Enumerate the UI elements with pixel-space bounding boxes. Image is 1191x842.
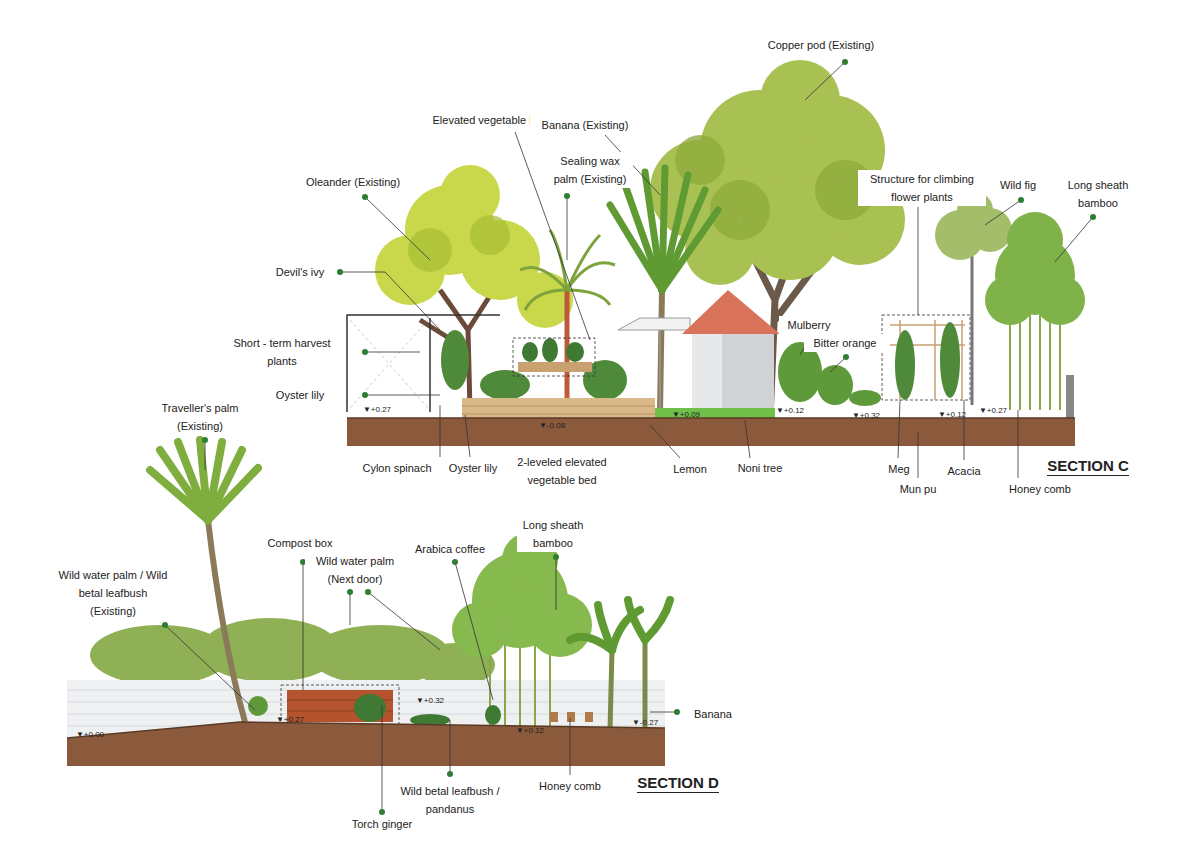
plant-label: Wild water palm / Wild betal leafbush (E…: [53, 566, 173, 620]
plant-label: Honey comb: [1004, 480, 1076, 498]
level-marker: ▼+0.12: [776, 406, 804, 416]
level-marker: ▼-0.27: [632, 718, 658, 728]
section-title: SECTION D: [637, 774, 719, 793]
plant-label: Oyster lily: [264, 386, 336, 404]
plant-label: Long sheath bamboo: [1062, 176, 1134, 212]
level-marker: ▼+0.27: [276, 715, 304, 725]
plant-label: Noni tree: [727, 459, 793, 477]
plant-label: Oyster lily: [438, 459, 508, 477]
level-marker: ▼+0.12: [938, 410, 966, 420]
plant-label: Honey comb: [533, 777, 607, 795]
level-marker: ▼+0.27: [363, 405, 391, 415]
level-marker: ▼+0.32: [852, 411, 880, 421]
plant-label: Lemon: [665, 460, 715, 478]
level-marker: ▼+0.32: [416, 696, 444, 706]
plant-label: 2-leveled elevated vegetable bed: [506, 453, 618, 489]
level-marker: ▼+0.27: [979, 406, 1007, 416]
plant-label: Sealing wax palm (Existing): [547, 152, 633, 188]
plant-label: Bitter orange: [804, 334, 886, 352]
section-title: SECTION C: [1047, 457, 1129, 476]
level-marker: ▼+0.09: [672, 410, 700, 420]
plant-label: Copper pod (Existing): [751, 36, 891, 54]
plant-label: Acacia: [939, 462, 989, 480]
plant-label: Banana (Existing): [530, 116, 640, 134]
plant-label: Compost box: [258, 534, 342, 552]
plant-label: Wild water palm (Next door): [305, 552, 405, 588]
plant-label: Mun pu: [891, 480, 945, 498]
plant-label: Short - term harvest plants: [223, 334, 341, 370]
plant-label: Mulberry: [779, 316, 839, 334]
plant-label: Banana: [686, 705, 740, 723]
level-marker: ▼+0.00: [76, 730, 104, 740]
plant-label: Arabica coffee: [405, 540, 495, 558]
plant-label: Meg: [881, 460, 917, 478]
level-marker: ▼-0.08: [539, 421, 565, 431]
level-marker: ▼+0.12: [516, 726, 544, 736]
plant-label: Wild fig: [988, 176, 1048, 194]
plant-label: Wild betal leafbush / pandanus: [394, 782, 506, 818]
plant-label: Devil's ivy: [264, 263, 336, 281]
plant-label: Torch ginger: [342, 815, 422, 833]
plant-label: Cylon spinach: [354, 459, 440, 477]
plant-label: Long sheath bamboo: [517, 516, 589, 552]
plant-label: Oleander (Existing): [293, 173, 413, 191]
plant-label: Structure for climbing flower plants: [858, 170, 986, 206]
plant-label: Traveller's palm (Existing): [150, 399, 250, 435]
